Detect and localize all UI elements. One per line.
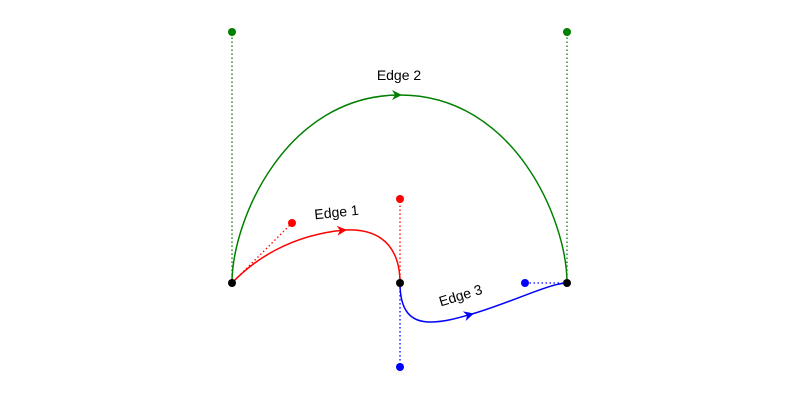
edge-1-curve-second-half: [344, 229, 401, 284]
edge-1-control-point-start[interactable]: [288, 219, 296, 227]
edge-2: Edge 2: [228, 28, 571, 284]
edge-2-control-point-end[interactable]: [563, 28, 571, 36]
node-left[interactable]: [228, 279, 236, 287]
edge-3-curve-first-half: [399, 282, 474, 323]
edge-3: Edge 3: [396, 279, 568, 371]
edge-1: Edge 1: [231, 195, 404, 284]
edge-2-curve-first-half: [231, 90, 402, 284]
edge-2-label: Edge 2: [377, 67, 422, 83]
edge-1-curve-first-half: [231, 225, 347, 284]
edge-1-control-point-end[interactable]: [396, 195, 404, 203]
edge-3-control-point-start[interactable]: [396, 363, 404, 371]
edge-1-label: Edge 1: [314, 202, 360, 223]
edge-3-label: Edge 3: [437, 281, 484, 309]
edge-2-control-point-start[interactable]: [228, 28, 236, 36]
node-right[interactable]: [563, 279, 571, 287]
node-middle[interactable]: [396, 279, 404, 287]
edge-3-curve-second-half: [471, 282, 568, 315]
edge-3-control-point-end[interactable]: [521, 279, 529, 287]
edge-2-curve-second-half: [399, 94, 568, 284]
